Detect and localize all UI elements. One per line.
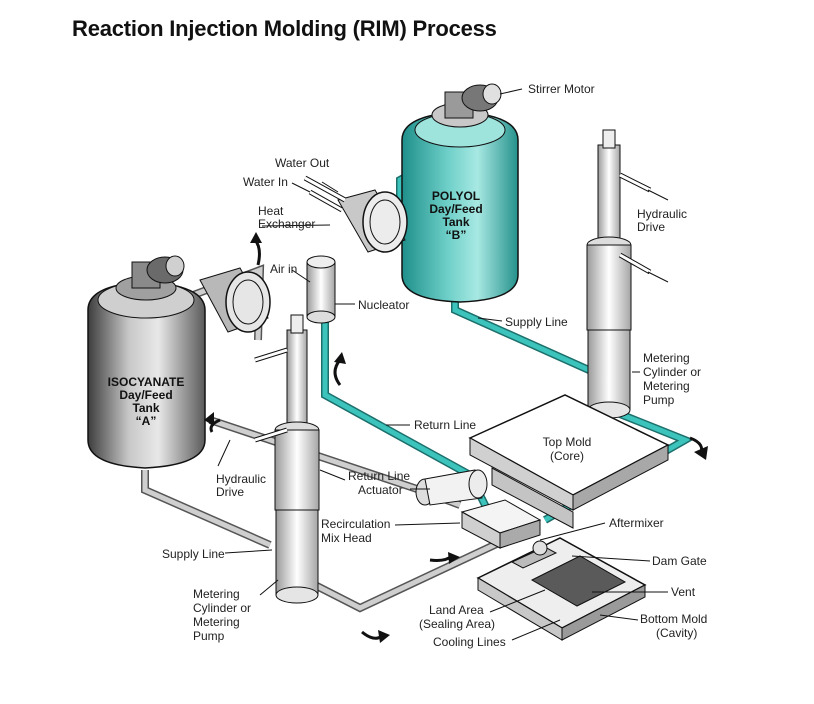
label-metering-left-3: Metering bbox=[193, 615, 240, 629]
label-recirculation-1: Recirculation bbox=[321, 517, 390, 531]
label-supply-line-right: Supply Line bbox=[505, 315, 568, 329]
isocyanate-tank bbox=[87, 255, 206, 469]
mix-head bbox=[415, 469, 542, 549]
iso-label-1: ISOCYANATE bbox=[108, 375, 185, 389]
label-metering-left-1: Metering bbox=[193, 587, 240, 601]
label-vent: Vent bbox=[671, 585, 696, 599]
page-title: Reaction Injection Molding (RIM) Process bbox=[72, 16, 497, 41]
label-dam-gate: Dam Gate bbox=[652, 554, 707, 568]
iso-label-4: “A” bbox=[136, 414, 157, 428]
polyol-label-4: “B” bbox=[446, 228, 467, 242]
label-heat-exchanger-1: Heat bbox=[258, 204, 284, 218]
label-water-out: Water Out bbox=[275, 156, 330, 170]
label-water-in: Water In bbox=[243, 175, 288, 189]
flow-arrows bbox=[204, 232, 708, 643]
label-return-line-mid: Return Line bbox=[414, 418, 476, 432]
label-aftermixer: Aftermixer bbox=[609, 516, 664, 530]
label-metering-right-4: Pump bbox=[643, 393, 675, 407]
top-mold bbox=[468, 394, 670, 529]
label-bottom-mold-2: (Cavity) bbox=[656, 626, 697, 640]
label-cooling-lines: Cooling Lines bbox=[433, 635, 506, 649]
polyol-label-3: Tank bbox=[442, 215, 469, 229]
label-hydraulic-left-1: Hydraulic bbox=[216, 472, 266, 486]
polyol-label-1: POLYOL bbox=[432, 189, 480, 203]
label-hydraulic-right-2: Drive bbox=[637, 220, 665, 234]
label-hydraulic-right-1: Hydraulic bbox=[637, 207, 687, 221]
label-top-mold-2: (Core) bbox=[550, 449, 584, 463]
label-air-in: Air in bbox=[270, 262, 297, 276]
label-top-mold-1: Top Mold bbox=[543, 435, 592, 449]
iso-heat-exchanger bbox=[199, 267, 271, 333]
iso-label-2: Day/Feed bbox=[119, 388, 172, 402]
polyol-tank bbox=[401, 83, 519, 303]
label-metering-right-3: Metering bbox=[643, 379, 690, 393]
label-bottom-mold-1: Bottom Mold bbox=[640, 612, 707, 626]
label-hydraulic-left-2: Drive bbox=[216, 485, 244, 499]
label-actuator: Actuator bbox=[358, 483, 403, 497]
label-land-area-2: (Sealing Area) bbox=[419, 617, 495, 631]
nucleator bbox=[306, 255, 336, 324]
label-metering-right-2: Cylinder or bbox=[643, 365, 701, 379]
polyol-heat-exchanger bbox=[303, 175, 408, 253]
label-supply-line-left: Supply Line bbox=[162, 547, 225, 561]
label-recirculation-2: Mix Head bbox=[321, 531, 372, 545]
metering-pump-right bbox=[586, 129, 652, 419]
label-land-area-1: Land Area bbox=[429, 603, 484, 617]
label-metering-right-1: Metering bbox=[643, 351, 690, 365]
label-heat-exchanger-2: Exchanger bbox=[258, 217, 315, 231]
metering-pump-left bbox=[254, 314, 320, 604]
polyol-label-2: Day/Feed bbox=[429, 202, 482, 216]
bottom-mold bbox=[476, 537, 647, 641]
leader-lines bbox=[217, 88, 669, 641]
label-metering-left-2: Cylinder or bbox=[193, 601, 251, 615]
iso-label-3: Tank bbox=[132, 401, 159, 415]
label-stirrer-motor: Stirrer Motor bbox=[528, 82, 595, 96]
label-metering-left-4: Pump bbox=[193, 629, 225, 643]
label-return-line-left: Return Line bbox=[348, 469, 410, 483]
label-nucleator: Nucleator bbox=[358, 298, 409, 312]
